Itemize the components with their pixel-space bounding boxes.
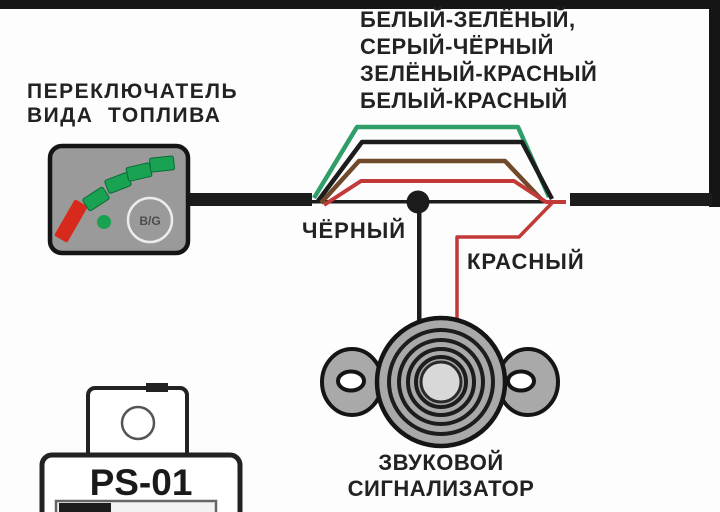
buzzer-center bbox=[419, 360, 463, 404]
buzzer-graphic bbox=[320, 315, 560, 449]
wire-green-red bbox=[319, 158, 543, 205]
ps01-body bbox=[39, 452, 243, 512]
buzzer-label-line-1: ЗВУКОВОЙ bbox=[378, 450, 504, 475]
harness-wire-right bbox=[570, 193, 712, 206]
junction-dot bbox=[406, 190, 430, 214]
gauge-indicator-dot bbox=[97, 215, 111, 229]
buzzer-label-line-2: СИГНАЛИЗАТОР bbox=[347, 475, 535, 501]
ps01-connector-strip bbox=[54, 499, 218, 512]
fuel-switch-label-line-1: ПЕРЕКЛЮЧАТЕЛЬ bbox=[27, 80, 239, 103]
bg-badge-text: B/G bbox=[139, 214, 160, 228]
fuel-switch-label: ПЕРЕКЛЮЧАТЕЛЬ ВИДА ТОПЛИВА bbox=[27, 80, 238, 128]
gauge-segment-red bbox=[54, 199, 88, 243]
buzzer-ring-4 bbox=[414, 355, 468, 409]
ps01-graphic bbox=[39, 383, 243, 512]
wire-white-red bbox=[322, 179, 566, 207]
black-buzzer-wire bbox=[417, 202, 422, 324]
ps01-name-label: PS-01 bbox=[89, 462, 193, 503]
red-buzzer-wire bbox=[455, 201, 554, 323]
gauge-segment-green-1 bbox=[82, 186, 110, 212]
buzzer-ring-3 bbox=[406, 347, 476, 417]
wire-bundle-line-1: БЕЛЫЙ-ЗЕЛЁНЫЙ, bbox=[360, 7, 576, 32]
fuel-switch-label-line-2: ВИДА ТОПЛИВА bbox=[27, 104, 222, 127]
buzzer-label: ЗВУКОВОЙ СИГНАЛИЗАТОР bbox=[321, 450, 561, 501]
harness-wire-left bbox=[184, 193, 312, 206]
buzzer-right-ear-hole bbox=[506, 369, 536, 393]
wire-bundle-line-2: СЕРЫЙ-ЧЁРНЫЙ bbox=[360, 34, 554, 59]
ps01-connector-dark-segment bbox=[59, 503, 111, 512]
gauge-segment-green-4 bbox=[149, 155, 175, 173]
wire-bundle-label: БЕЛЫЙ-ЗЕЛЁНЫЙ, СЕРЫЙ-ЧЁРНЫЙ ЗЕЛЁНЫЙ-КРАС… bbox=[360, 6, 597, 114]
ps01-tab-notch bbox=[146, 383, 168, 392]
buzzer-left-ear-hole bbox=[336, 369, 366, 393]
wire-bundle-line-3: ЗЕЛЁНЫЙ-КРАСНЫЙ bbox=[360, 61, 598, 86]
buzzer-ring-2 bbox=[397, 338, 485, 426]
buzzer-ring-1 bbox=[387, 328, 495, 436]
bg-badge-ring bbox=[126, 196, 174, 244]
frame-top-bar bbox=[0, 0, 720, 9]
fuel-switch-body bbox=[47, 143, 191, 256]
ps01-tab-hole bbox=[120, 405, 156, 441]
red-wire-label: КРАСНЫЙ bbox=[467, 249, 585, 274]
wire-gray-black bbox=[316, 139, 554, 203]
thin-black-wire bbox=[310, 200, 552, 204]
wire-bundle-line-4: БЕЛЫЙ-КРАСНЫЙ bbox=[360, 88, 568, 113]
black-wire-label: ЧЁРНЫЙ bbox=[302, 218, 407, 243]
frame-right-bar bbox=[709, 0, 720, 207]
fuel-switch-graphic: B/G bbox=[47, 143, 191, 256]
